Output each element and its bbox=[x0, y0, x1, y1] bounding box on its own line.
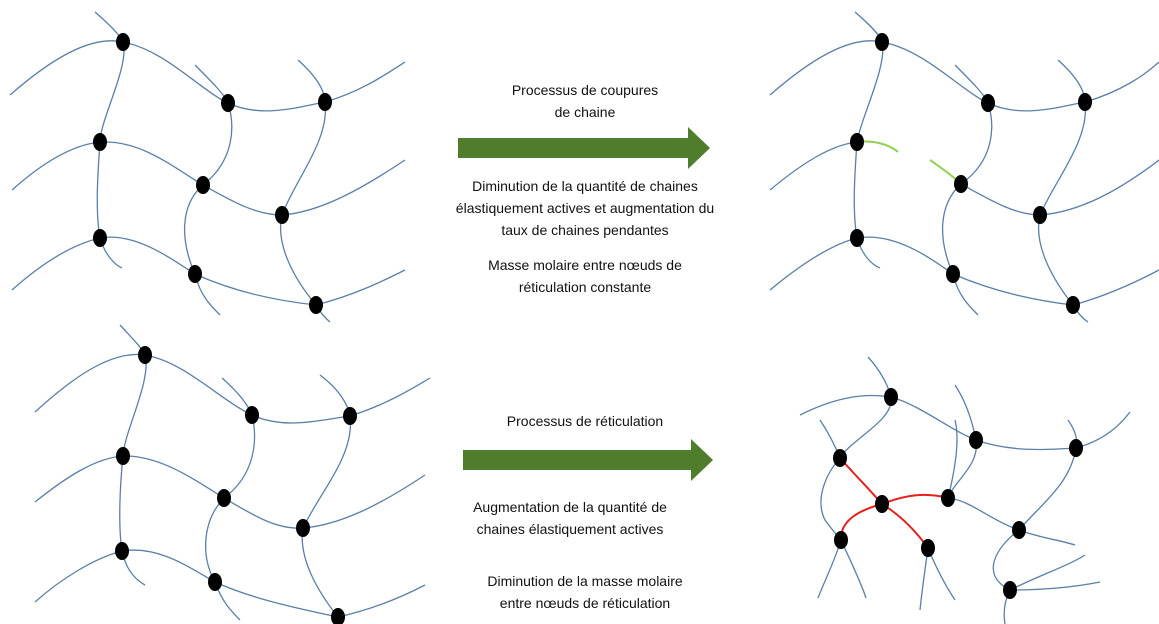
scission-effect-chains: Diminution de la quantité de chaines éla… bbox=[455, 178, 715, 238]
crosslink-node bbox=[93, 133, 107, 151]
crosslink-node bbox=[1003, 581, 1017, 599]
crosslink-node bbox=[884, 388, 898, 406]
crosslink-node bbox=[1012, 521, 1026, 539]
crosslink-node bbox=[946, 265, 960, 283]
crosslink-node bbox=[1033, 206, 1047, 224]
crosslink-node bbox=[309, 296, 323, 314]
crosslink-node bbox=[875, 495, 889, 513]
crosslinking-arrow bbox=[463, 439, 713, 481]
crosslinking-effect-molar-mass: Diminution de la masse molaire entre nœu… bbox=[487, 573, 683, 611]
crosslink-node bbox=[318, 93, 332, 111]
crosslink-node bbox=[217, 489, 231, 507]
crosslink-node bbox=[275, 206, 289, 224]
crosslink-node bbox=[116, 447, 130, 465]
crosslink-node bbox=[850, 133, 864, 151]
crosslink-node bbox=[343, 407, 357, 425]
crosslinked-network bbox=[799, 356, 1131, 624]
crosslink-node bbox=[245, 406, 259, 424]
crosslink-node bbox=[981, 94, 995, 112]
crosslink-node bbox=[941, 489, 955, 507]
scission-process-title: Processus de coupures de chaine bbox=[511, 82, 659, 120]
crosslink-nodes bbox=[93, 33, 1092, 624]
crosslink-node bbox=[969, 431, 983, 449]
scission-network bbox=[769, 11, 1159, 323]
crosslink-node bbox=[138, 346, 152, 364]
crosslink-node bbox=[1066, 296, 1080, 314]
crosslink-node bbox=[196, 176, 210, 194]
scission-effect-molar-mass: Masse molaire entre nœuds de réticulatio… bbox=[488, 257, 682, 295]
initial-network-top bbox=[9, 11, 406, 323]
crosslink-node bbox=[208, 573, 222, 591]
crosslink-node bbox=[1069, 439, 1083, 457]
crosslink-node bbox=[93, 229, 107, 247]
crosslink-node bbox=[221, 94, 235, 112]
initial-network-bottom bbox=[34, 324, 431, 621]
crosslink-node bbox=[115, 542, 129, 560]
crosslink-node bbox=[296, 519, 310, 537]
crosslinking-process-title: Processus de réticulation bbox=[506, 413, 664, 429]
crosslinking-effect-chains: Augmentation de la quantité de chaines é… bbox=[473, 499, 667, 537]
crosslink-node bbox=[834, 531, 848, 549]
crosslink-node bbox=[331, 608, 345, 624]
crosslink-node bbox=[1078, 93, 1092, 111]
crosslink-node bbox=[116, 33, 130, 51]
crosslink-node bbox=[875, 33, 889, 51]
crosslink-node bbox=[833, 449, 847, 467]
scission-arrow bbox=[458, 127, 710, 169]
crosslink-node bbox=[850, 229, 864, 247]
crosslink-node bbox=[188, 265, 202, 283]
crosslink-node bbox=[954, 175, 968, 193]
crosslink-node bbox=[921, 539, 935, 557]
